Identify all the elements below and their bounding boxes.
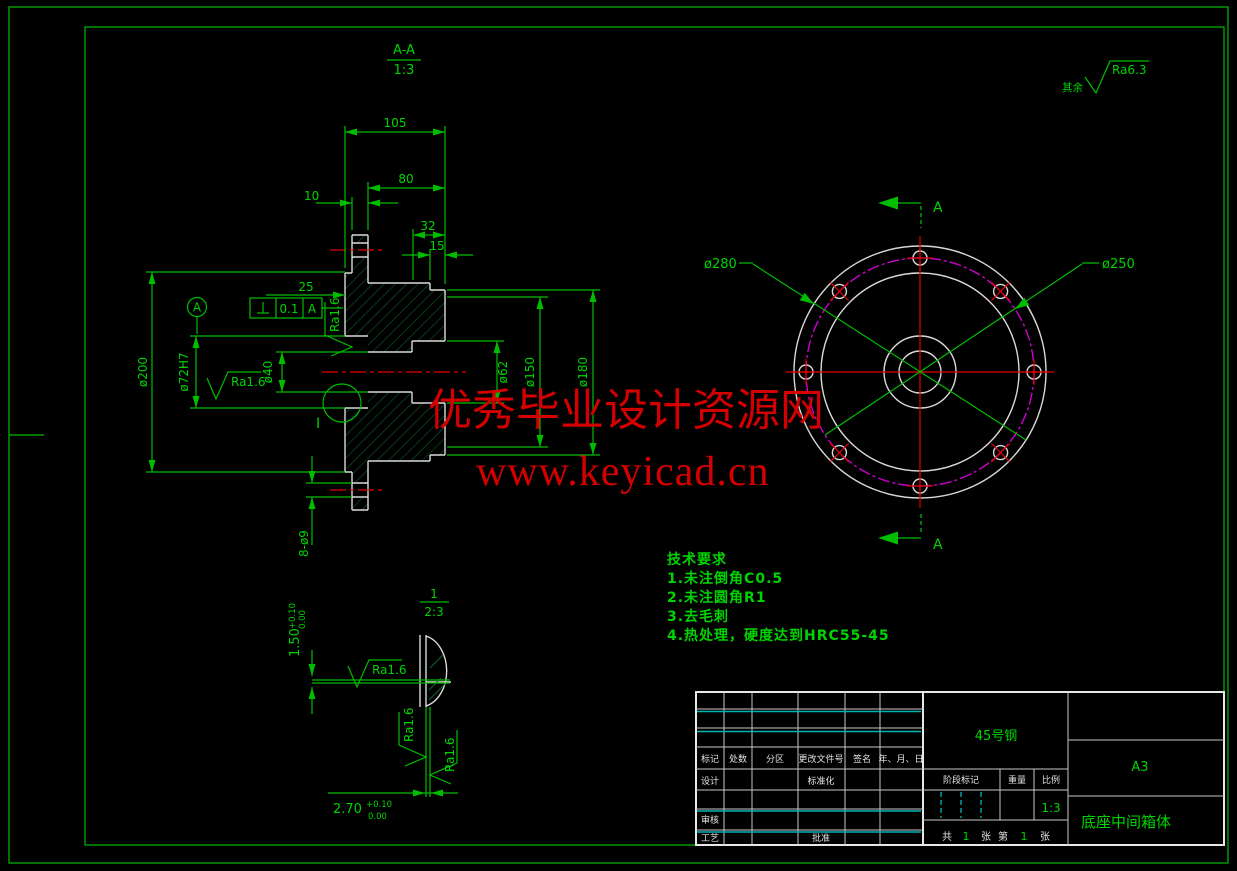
tb-standardization: 标准化: [807, 775, 834, 787]
section-title: A-A: [393, 43, 415, 58]
cutting-label-bottom: A: [933, 537, 943, 553]
detail-width-tol-dn: 0.00: [368, 812, 387, 822]
detail-roughness-2: Ra1.6: [398, 707, 427, 767]
tech-requirements: 技术要求 1.未注倒角C0.5 2.未注圆角R1 3.去毛刺 4.热处理，硬度达…: [667, 551, 890, 646]
dim-d180: ø180: [576, 357, 590, 387]
sheet-frame: [8, 6, 1229, 864]
tb-part-name: 底座中间箱体: [1081, 813, 1171, 831]
roughness-label: Ra1.6: [372, 663, 407, 677]
tb-check: 审核: [701, 814, 719, 826]
dim-d72h7: ø72H7: [177, 352, 191, 391]
gdt-datum: A: [308, 302, 317, 316]
detail-height-tol-up: +0.10: [288, 603, 298, 629]
detail-width-tol-up: +0.10: [366, 800, 392, 810]
datum-a-symbol: A: [186, 296, 208, 334]
detail-height-value: 1.50: [288, 628, 303, 657]
tech-req-title: 技术要求: [667, 552, 727, 568]
tb-sheets-page-prefix: 第: [998, 830, 1008, 843]
section-view-label: A-A 1:3: [387, 43, 421, 78]
section-scale: 1:3: [394, 63, 415, 78]
tech-req-item: 1.未注倒角C0.5: [667, 571, 784, 587]
detail-view-i: 1 2:3 1.50 +0.10 0.00 Ra1.6: [288, 587, 458, 822]
detail-height-tol-dn: 0.00: [298, 610, 308, 629]
tb-sheet-size: A3: [1131, 760, 1148, 775]
tb-design: 设计: [701, 775, 719, 787]
dim-25: 25: [298, 280, 313, 294]
section-hatch: [345, 235, 445, 510]
dim-d40: ø40: [261, 361, 275, 384]
roughness-symbol-flange: Ra1.6: [324, 297, 353, 357]
roughness-label: Ra1.6: [328, 297, 342, 332]
circular-view: ø280 ø250 A A: [704, 196, 1135, 553]
roughness-symbol-left: Ra1.6: [206, 371, 266, 400]
title-block: 标记 处数 分区 更改文件号 签名 年、月、日 设计 标准化 审核 工艺 批准 …: [695, 691, 1225, 846]
detail-shape: [419, 635, 451, 707]
tb-sheets-page-unit: 张: [1040, 831, 1050, 843]
detail-width-value: 2.70: [333, 802, 362, 817]
detail-ref-circle: I: [316, 383, 362, 432]
dim-10: 10: [304, 189, 319, 203]
roughness-label: Ra1.6: [443, 737, 457, 772]
leader-d280: ø280: [704, 257, 1027, 441]
tb-sheets-total-prefix: 共: [942, 831, 952, 843]
watermark-site-name: 优秀毕业设计资源网: [428, 386, 824, 435]
section-dimensions: 105 80 10 32 15 25 ø200: [136, 116, 600, 557]
tb-sheets-page: 1: [1021, 830, 1028, 843]
dim-8xd9: 8-ø9: [297, 530, 311, 557]
detail-ref-label: I: [316, 416, 320, 432]
tb-rev-header-5: 年、月、日: [878, 753, 923, 765]
watermark-url: www.keyicad.cn: [476, 449, 770, 495]
dim-105: 105: [384, 116, 407, 130]
surface-note-prefix: 其余: [1062, 81, 1084, 94]
tech-req-item: 3.去毛刺: [667, 609, 730, 625]
dim-80: 80: [398, 172, 413, 186]
detail-roughness-1: Ra1.6: [347, 659, 407, 688]
dim-32: 32: [420, 219, 435, 233]
tb-material: 45号钢: [975, 729, 1018, 744]
detail-width-dim: 2.70 +0.10 0.00: [328, 789, 458, 822]
tb-process: 工艺: [701, 833, 719, 844]
tb-rev-header-2: 分区: [766, 754, 784, 765]
tb-rev-header-1: 处数: [729, 753, 747, 765]
dim-d200: ø200: [136, 357, 150, 387]
section-view-a-a: A-A 1:3: [136, 43, 600, 557]
datum-a-label: A: [193, 301, 202, 315]
dim-d62: ø62: [496, 361, 510, 384]
tb-approve: 批准: [812, 832, 830, 844]
detail-ref: 1: [430, 587, 438, 601]
roughness-label: Ra1.6: [402, 707, 416, 742]
detail-view-label: 1 2:3: [420, 587, 449, 619]
roughness-label: Ra1.6: [231, 375, 266, 389]
tb-rev-header-3: 更改文件号: [798, 753, 843, 765]
leader-d250: ø250: [824, 257, 1135, 436]
tb-rev-header-0: 标记: [701, 753, 719, 765]
tb-scale-value: 1:3: [1041, 801, 1060, 815]
cutting-plane-bottom: A: [878, 514, 943, 553]
tech-req-item: 4.热处理，硬度达到HRC55-45: [667, 628, 890, 644]
cutting-plane-top: A: [878, 196, 943, 228]
surface-note-value: Ra6.3: [1112, 63, 1147, 77]
dim-15: 15: [429, 239, 444, 253]
tb-sheets-total: 1: [963, 830, 970, 843]
cutting-label-top: A: [933, 200, 943, 216]
tb-stage-mark: 阶段标记: [943, 774, 979, 786]
dim-d250: ø250: [1102, 257, 1135, 272]
tb-sheets-total-unit: 张: [981, 831, 991, 843]
gdt-tolerance: 0.1: [279, 302, 298, 316]
part-outline: [344, 234, 446, 511]
detail-height-dim: 1.50 +0.10 0.00: [288, 603, 316, 714]
detail-scale: 2:3: [424, 605, 443, 619]
tech-req-item: 2.未注圆角R1: [667, 590, 767, 606]
section-centerlines: [322, 249, 466, 491]
tb-weight: 重量: [1008, 774, 1026, 786]
tb-rev-header-4: 签名: [853, 753, 871, 765]
tb-scale-label: 比例: [1042, 774, 1060, 786]
dim-d280: ø280: [704, 257, 737, 272]
detail-roughness-3: Ra1.6: [429, 729, 458, 785]
dim-d150: ø150: [523, 357, 537, 387]
surface-finish-note: 其余 Ra6.3: [1062, 60, 1149, 95]
